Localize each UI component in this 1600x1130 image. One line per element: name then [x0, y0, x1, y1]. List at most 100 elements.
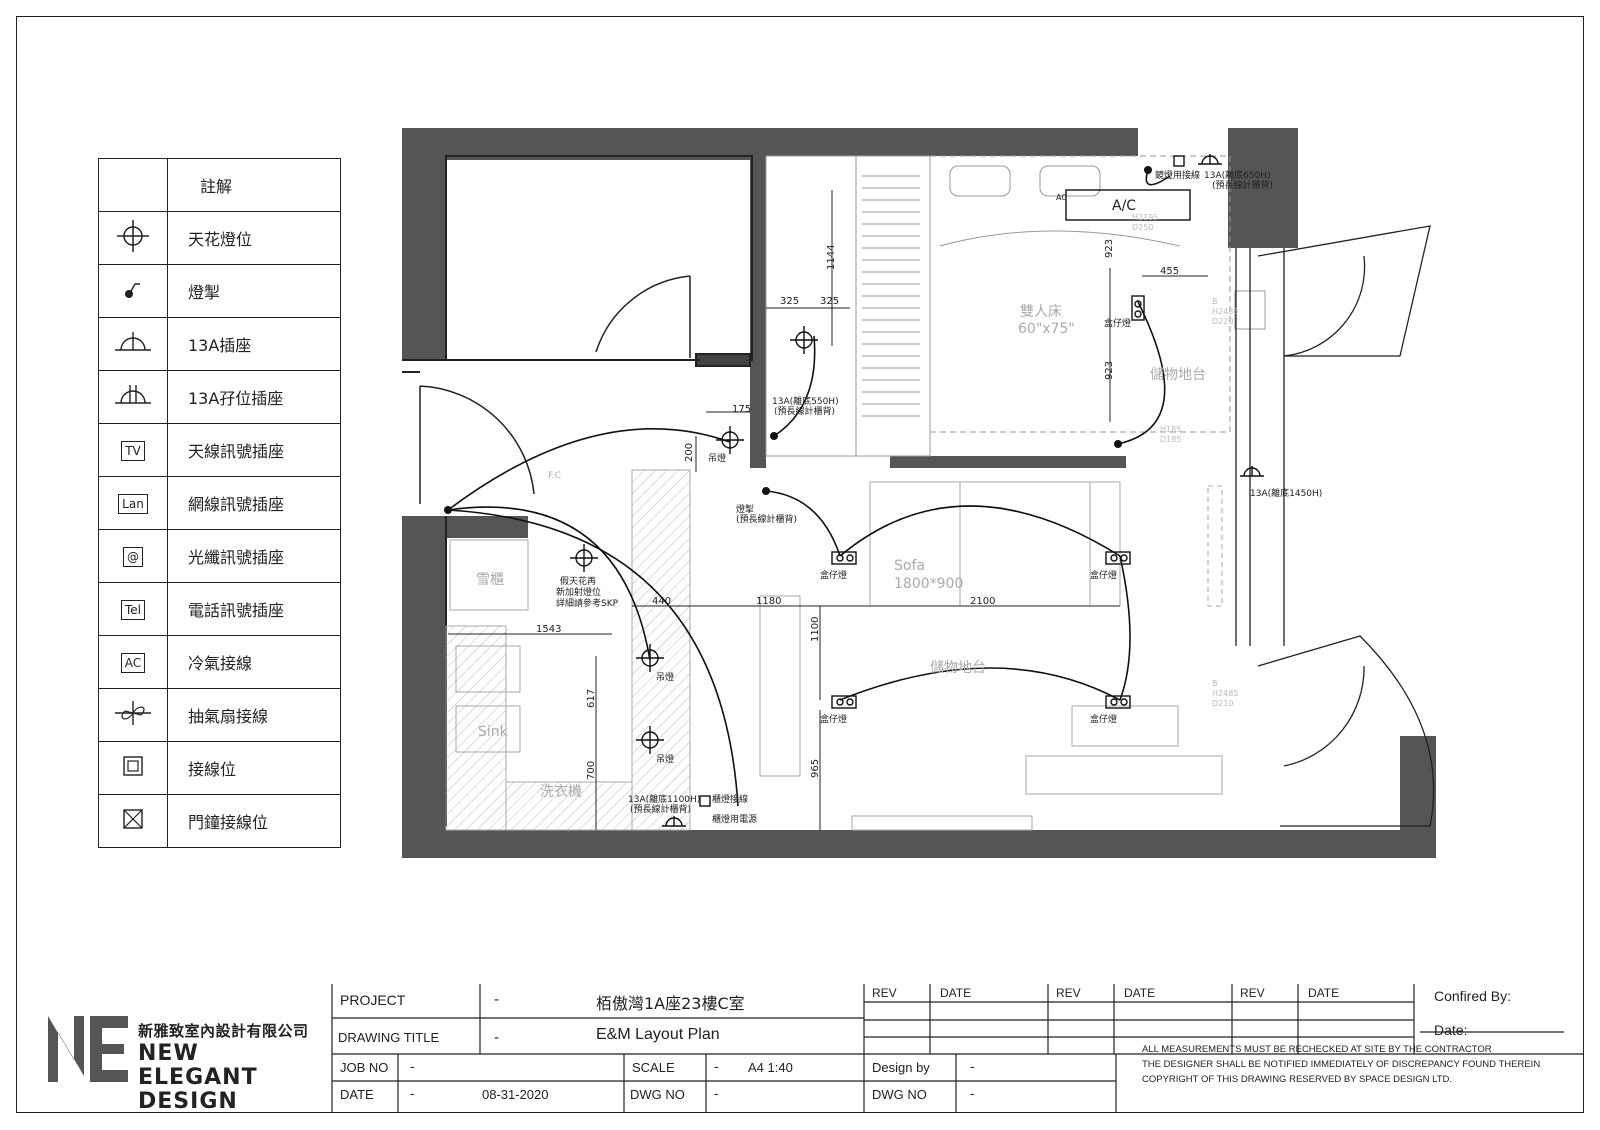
- ac-label: A/C: [1112, 198, 1136, 214]
- legend-row: @ 光纖訊號插座: [98, 529, 341, 583]
- legend-label: 13A孖位插座: [167, 370, 341, 424]
- drawing-title-dash: -: [494, 1030, 500, 1046]
- legend-header-row: 註解: [98, 158, 341, 212]
- legend-row: 燈掣: [98, 264, 341, 318]
- plan-label: D220: [1212, 317, 1233, 326]
- plan-label: 1800*900: [894, 576, 963, 592]
- rev-date-label: DATE: [940, 986, 972, 1000]
- legend-row: AC 冷氣接線: [98, 635, 341, 689]
- scale-label: SCALE: [632, 1060, 675, 1075]
- drawing-frame: [16, 16, 1584, 1113]
- title-block: 新雅致室內設計有限公司 NEW ELEGANT DESIGN: [16, 984, 1584, 1114]
- plan-label: 鏡燈用接線: [1155, 169, 1200, 181]
- plan-label: 雪櫃: [476, 572, 504, 588]
- downlight-icon: [1105, 551, 1131, 565]
- plan-label: 13A(離底1100H): [628, 793, 700, 805]
- rev-label: REV: [1240, 986, 1265, 1000]
- dimension-label: 1144: [826, 245, 837, 270]
- legend-row: 13A孖位插座: [98, 370, 341, 424]
- plan-label: D210: [1212, 699, 1233, 708]
- floor-plan-svg: 鏡燈用接線 13A(離底650H) (預長線計櫃背) 盒仔燈 13A(離底550…: [402, 128, 1436, 858]
- plan-label: D250: [1132, 223, 1153, 232]
- switch-dots: [444, 166, 1152, 514]
- legend-label: 光纖訊號插座: [167, 529, 341, 583]
- rev-label: REV: [1056, 986, 1081, 1000]
- legend-label: 13A插座: [167, 317, 341, 371]
- plan-label: 吊燈: [656, 671, 674, 683]
- socket-13a-spur-icon: [115, 385, 151, 404]
- scale-value: A4 1:40: [748, 1060, 793, 1075]
- plan-label: 燈掣: [736, 503, 754, 515]
- ceiling-light-icon: [636, 644, 664, 672]
- junction-box-icon: [699, 155, 1185, 807]
- doorbell-junction-icon: [123, 809, 143, 829]
- socket-13a-icon: [1240, 466, 1264, 477]
- brand-line-1: NEW ELEGANT: [138, 1041, 258, 1090]
- job-no-label: JOB NO: [340, 1060, 389, 1075]
- legend-row: 天花燈位: [98, 211, 341, 265]
- legend-header: 註解: [167, 158, 341, 212]
- rev-date-label: DATE: [1124, 986, 1156, 1000]
- plan-label: 13A(離底1450H): [1250, 487, 1322, 499]
- fiber-socket-icon: @: [123, 546, 143, 567]
- dimension-label: 175: [732, 404, 751, 415]
- brand-line-2: DESIGN: [138, 1089, 238, 1114]
- date-sign-label: Date:: [1434, 1022, 1468, 1038]
- legend-label: 電話訊號插座: [167, 582, 341, 636]
- ceiling-light-icon: [790, 326, 818, 354]
- plan-label: (預長線計櫃背): [1212, 179, 1273, 191]
- ceiling-light-icon: [117, 220, 149, 252]
- job-no-value: -: [410, 1060, 415, 1075]
- plan-label: (預長線計櫃背): [736, 513, 797, 525]
- plan-label: 吊燈: [656, 753, 674, 765]
- dimension-label: 1180: [756, 596, 781, 607]
- note-line: ALL MEASUREMENTS MUST BE RECHECKED AT SI…: [1142, 1044, 1492, 1055]
- logo-mark-icon: [48, 1016, 128, 1082]
- dwg-no-value: -: [714, 1087, 719, 1102]
- plan-label: 盒仔燈: [1090, 713, 1117, 725]
- plan-label: AC: [1056, 193, 1067, 202]
- fixtures: [570, 154, 1264, 827]
- ceiling-light-icon: [570, 544, 598, 572]
- legend-label: 燈掣: [167, 264, 341, 318]
- junction-box-icon: [123, 756, 143, 776]
- legend-table: 註解 天花燈位 燈掣 13A插座 13A孖位插座 TV 天線訊號插座 Lan 網…: [98, 158, 341, 848]
- plan-label: 儲物地台: [1150, 367, 1206, 383]
- dwg-no-value-2: -: [970, 1087, 975, 1102]
- legend-label: 天花燈位: [167, 211, 341, 265]
- note-line: THE DESIGNER SHALL BE NOTIFIED IMMEDIATE…: [1142, 1059, 1541, 1070]
- design-by-label: Design by: [872, 1060, 930, 1075]
- legend-label: 冷氣接線: [167, 635, 341, 689]
- tel-socket-icon: Tel: [120, 599, 145, 620]
- dimension-label: 200: [684, 443, 695, 462]
- dimension-label: 700: [586, 761, 597, 780]
- plan-label: Sofa: [894, 558, 925, 574]
- plan-label: Sink: [478, 724, 509, 740]
- dimension-label: 325: [820, 296, 839, 307]
- dwg-no-label-2: DWG NO: [872, 1087, 927, 1102]
- plan-label: (預長線計櫃背): [630, 803, 691, 815]
- walls: [402, 128, 1436, 858]
- note-line: COPYRIGHT OF THIS DRAWING RESERVED BY SP…: [1142, 1074, 1453, 1085]
- project-value: 栢傲灣1A座23樓C室: [596, 994, 745, 1013]
- plan-label: H185: [1160, 425, 1181, 434]
- dimension-label: 923: [1104, 239, 1115, 258]
- ac-connection-icon: AC: [120, 652, 146, 673]
- dwg-no-label: DWG NO: [630, 1087, 685, 1102]
- plan-label: B: [1212, 679, 1218, 688]
- plan-label: 詳細請參考SKP: [556, 597, 619, 609]
- plan-label: 60"x75": [1018, 321, 1075, 337]
- downlight-icon: [1105, 695, 1131, 709]
- plan-label: 盒仔燈: [820, 569, 847, 581]
- drawing-title-value: E&M Layout Plan: [596, 1026, 720, 1043]
- legend-row: 門鐘接線位: [98, 794, 341, 848]
- legend-row: 13A插座: [98, 317, 341, 371]
- dimension-lines: [448, 190, 1208, 830]
- legend-label: 抽氣扇接線: [167, 688, 341, 742]
- plan-label: 盒仔燈: [1104, 317, 1131, 329]
- plan-label: H2485: [1212, 689, 1238, 698]
- project-dash: -: [494, 992, 500, 1008]
- plan-label: D185: [1160, 435, 1181, 444]
- ceiling-light-icon: [716, 426, 744, 454]
- plan-label: 13A(離底550H): [772, 395, 839, 407]
